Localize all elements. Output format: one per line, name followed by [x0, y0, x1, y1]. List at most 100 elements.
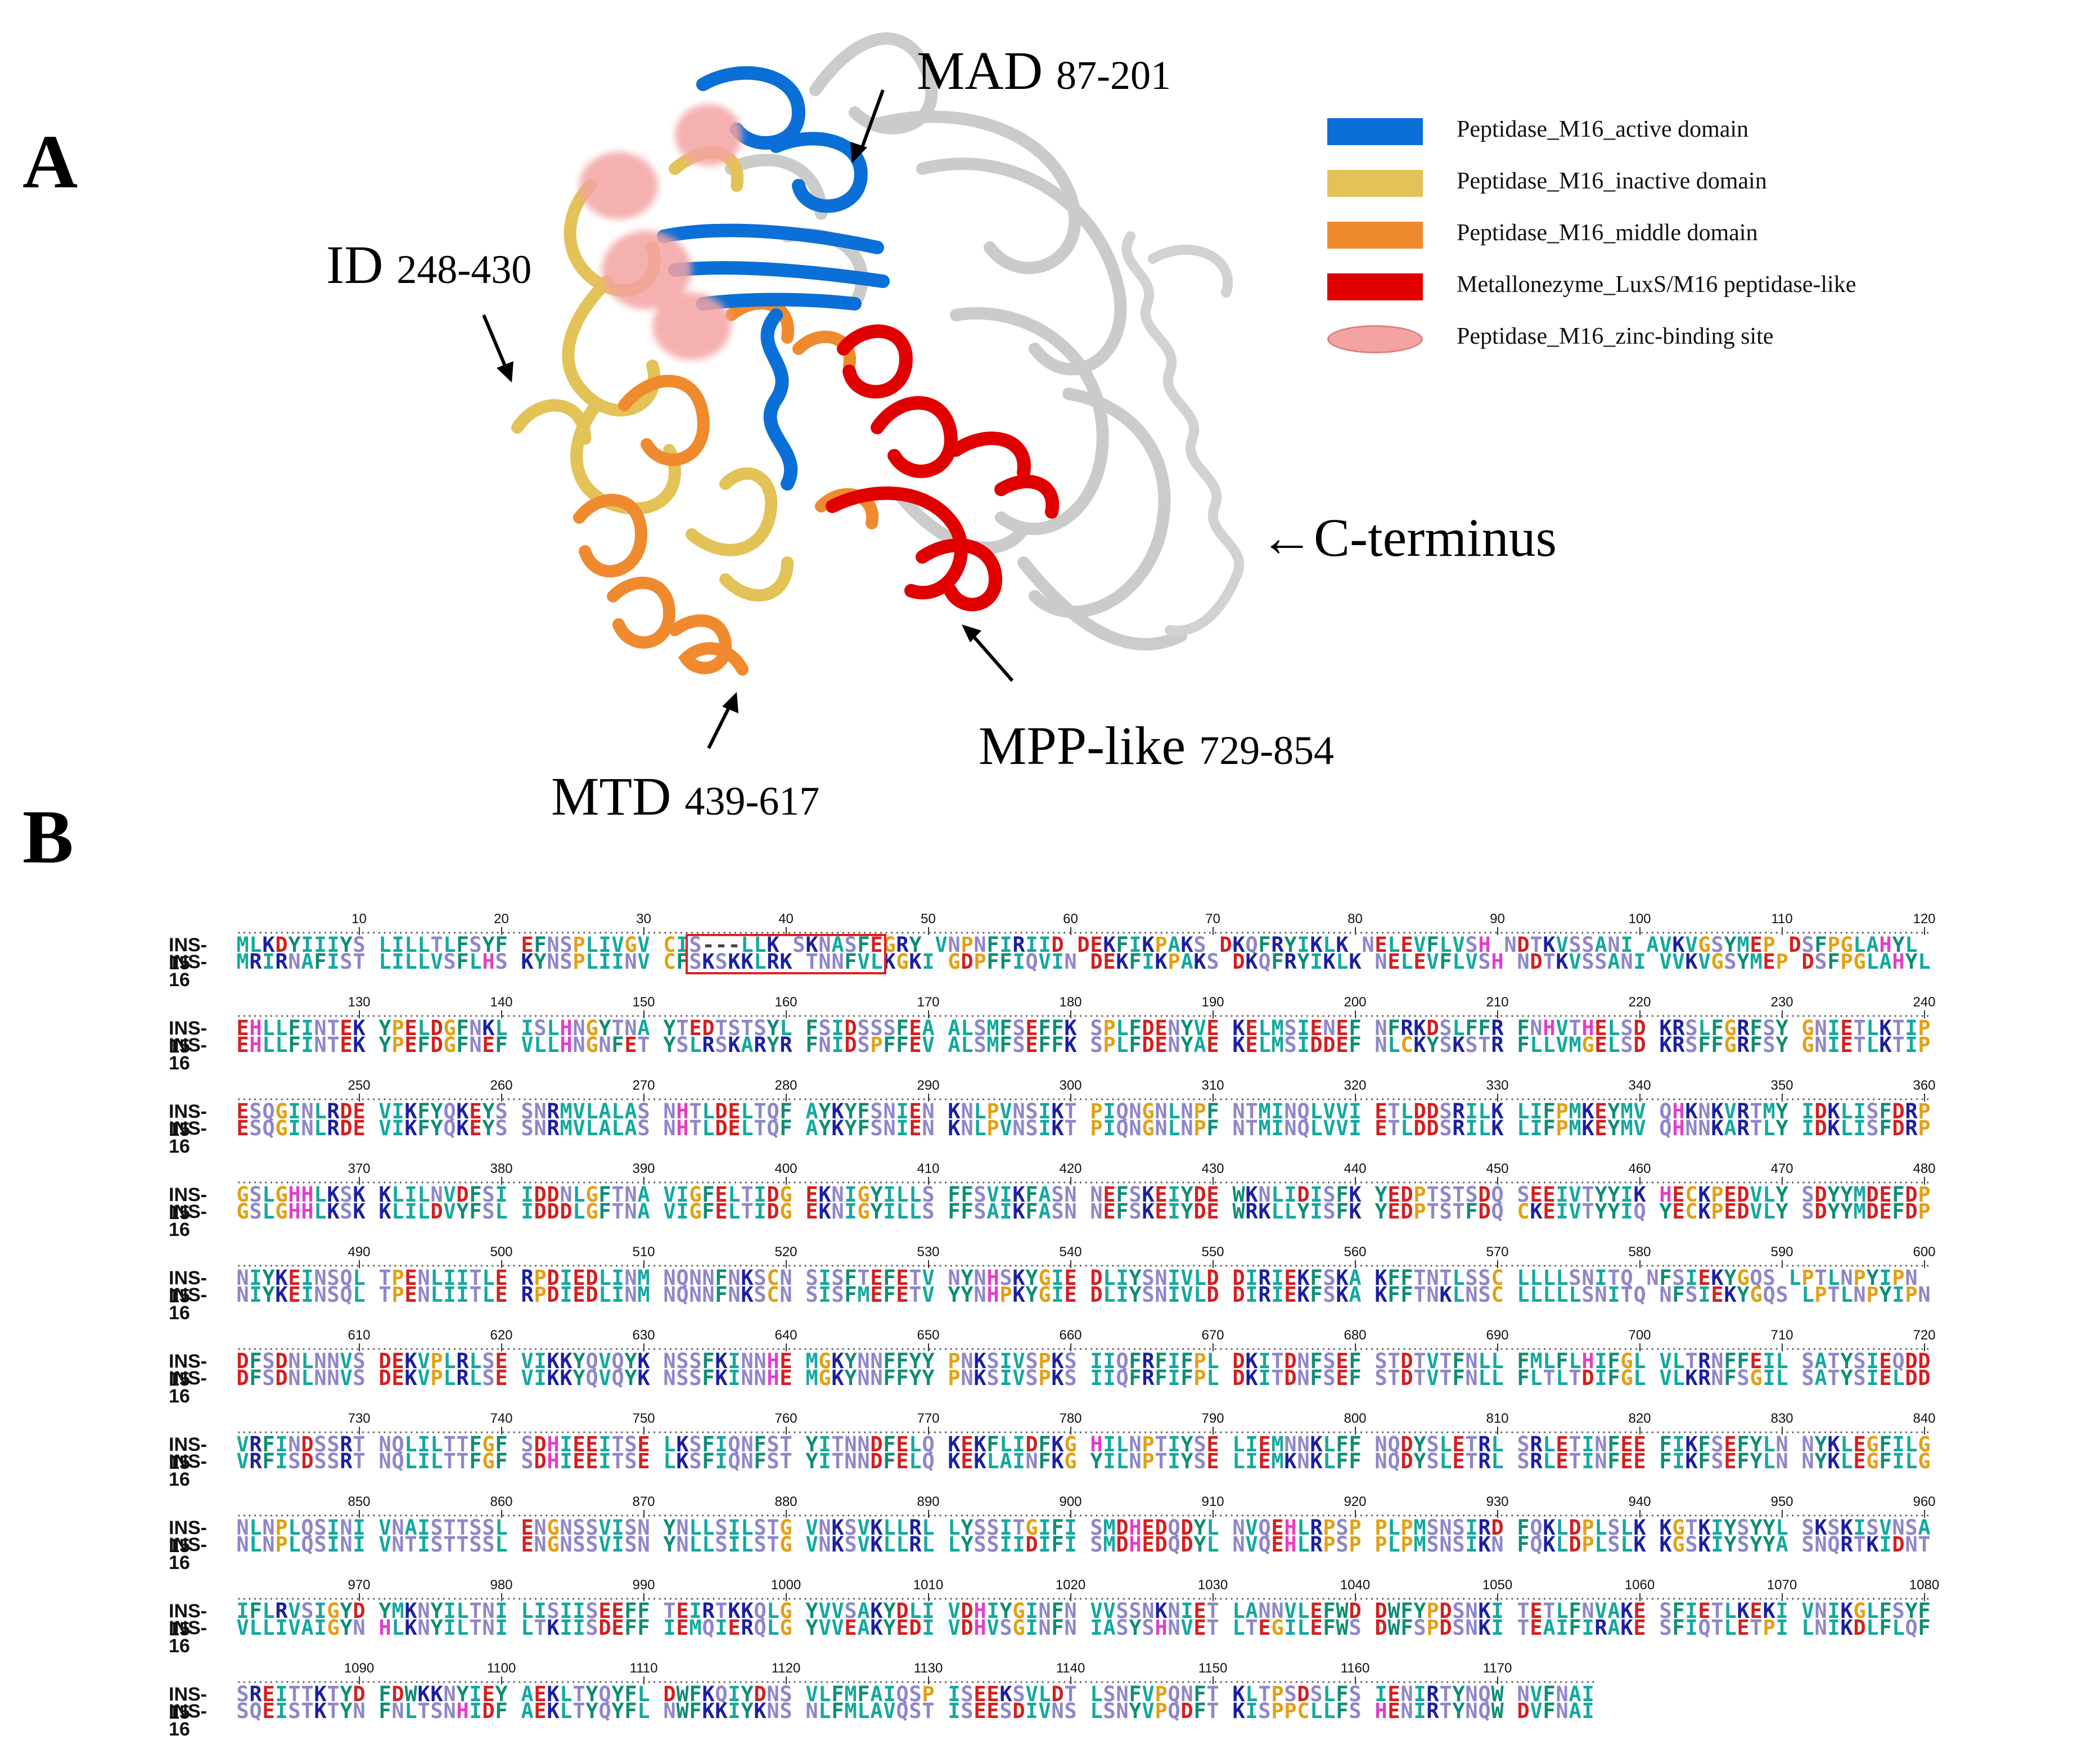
sequence-name: INS-16 [169, 1617, 207, 1657]
ruler-number: 1080 [1909, 1577, 1940, 1593]
ruler-number: 1170 [1482, 1661, 1512, 1676]
ruler-number: 770 [917, 1411, 940, 1426]
sequence-row: EHLLFINTEK YPEFDGFNEF VLLHNGNFET YSLRSKA… [236, 1033, 1931, 1057]
ruler-number: 980 [490, 1577, 513, 1593]
sequence-row: SQEISTKTYN FNLTSNHIDF AEKLTYQYFL NWFKKIY… [236, 1699, 1594, 1723]
mad-callout: MAD 87-201 [917, 39, 1171, 102]
sequence-row: ESQGINLRDE VIKFYQKEYS SNRMVLALAS NHTLDEL… [236, 1116, 1931, 1140]
legend-cloud-swatch [1327, 325, 1423, 353]
ruler-number: 290 [917, 1078, 940, 1093]
ruler-number: 1120 [771, 1661, 801, 1676]
ruler-number: 440 [1344, 1161, 1367, 1176]
sequence-row: DFSDNLNNVS DEKVPLRLSE VIKKYQVQYK NSSFKIN… [236, 1349, 1931, 1373]
highlight-box [686, 934, 886, 974]
sequence-name: INS-16 [169, 1368, 207, 1407]
mtd-label: MTD [551, 766, 672, 826]
sequence-row: NIYKEINSQL TPENLIITLE RPDIEDLINM NQNNFNK… [236, 1266, 1918, 1290]
ruler-number: 710 [1770, 1328, 1793, 1343]
ruler-number: 520 [774, 1244, 797, 1260]
mtd-arrow [707, 702, 733, 749]
panel-label-a: A [22, 120, 78, 204]
ruler-number: 690 [1486, 1328, 1509, 1343]
sequence-row: MRIRNAFIST LILLVSFLHS KYNSPLIINV CFSKSKK… [236, 950, 1931, 974]
protein-structure-illustration [482, 32, 1245, 749]
ruler-number: 300 [1059, 1078, 1082, 1093]
ruler-number: 540 [1059, 1244, 1082, 1260]
sequence-name: INS-15 [169, 1600, 207, 1640]
sequence-name: INS-16 [169, 1284, 207, 1324]
sequence-row: DFSDNLNNVS DEKVPLRLSE VIKKYQVQYK NSSFKIN… [236, 1366, 1931, 1390]
ruler-number: 700 [1628, 1328, 1651, 1343]
ruler-number: 50 [921, 911, 936, 927]
ruler-number: 1050 [1482, 1577, 1513, 1593]
ruler-number: 360 [1913, 1078, 1936, 1093]
legend-bar-swatch [1327, 273, 1423, 300]
sequence-name: INS-15 [169, 1351, 207, 1390]
mpp-arrow [971, 635, 1014, 682]
ruler-number: 570 [1486, 1244, 1509, 1260]
ruler-number: 660 [1059, 1328, 1082, 1343]
legend-bar-swatch [1327, 170, 1423, 197]
ruler-number: 130 [348, 995, 371, 1010]
ruler-number: 270 [632, 1078, 655, 1093]
ruler-number: 90 [1490, 911, 1505, 927]
ruler-number: 750 [632, 1411, 655, 1426]
sequence-row: GSLGHHLKSK KLILNVDFSI IDDNLGFTNA VIGFELT… [236, 1183, 1931, 1207]
sequence-row: NIYKEINSQL TPENLIITLE RPDIEDLINM NQNNFNK… [236, 1283, 1931, 1307]
sequence-name: INS-16 [169, 1451, 207, 1490]
ruler-number: 530 [917, 1244, 940, 1260]
ruler-number: 350 [1770, 1078, 1793, 1093]
legend-bar-swatch [1327, 222, 1423, 249]
ruler-number: 20 [494, 911, 509, 927]
ruler-number: 380 [490, 1161, 513, 1176]
ruler-number: 420 [1059, 1161, 1082, 1176]
ruler-number: 310 [1201, 1078, 1224, 1093]
ruler-number: 180 [1059, 995, 1082, 1010]
ruler-number: 790 [1201, 1411, 1224, 1426]
mpp-range: 729-854 [1199, 728, 1335, 773]
ruler-number: 320 [1344, 1078, 1367, 1093]
sequence-row: NLNPLQSINI VNTISTTSSL ENGNSSVISN YNLLSIL… [236, 1532, 1931, 1557]
sequence-row: VRFISDSSRT NQLILTTFGF SDHIEEITSE LKSFIQN… [236, 1449, 1931, 1473]
ruler-number: 950 [1770, 1494, 1793, 1509]
ruler-number: 670 [1201, 1328, 1224, 1343]
ruler-number: 500 [490, 1244, 513, 1260]
ruler-number: 890 [917, 1494, 940, 1509]
ruler-number: 430 [1201, 1161, 1224, 1176]
ruler-number: 170 [917, 995, 940, 1010]
ruler-number: 740 [490, 1411, 513, 1426]
ruler-number: 730 [348, 1411, 371, 1426]
mpp-callout: MPP-like 729-854 [979, 714, 1334, 777]
active-domain-region [657, 66, 890, 491]
ruler-number: 800 [1344, 1411, 1367, 1426]
ruler-dots [236, 1597, 1931, 1601]
legend-label: Peptidase_M16_inactive domain [1457, 168, 1767, 194]
ruler-number: 590 [1770, 1244, 1793, 1260]
ruler-number: 1000 [770, 1577, 801, 1593]
ruler-number: 610 [348, 1328, 371, 1343]
ruler-dots [236, 1680, 1594, 1684]
ruler-number: 680 [1344, 1328, 1367, 1343]
ruler-number: 840 [1913, 1411, 1936, 1426]
sequence-name: INS-15 [169, 1267, 207, 1307]
ruler-dots [236, 1347, 1931, 1351]
ruler-number: 1030 [1197, 1577, 1228, 1593]
ruler-number: 60 [1063, 911, 1078, 927]
ruler-number: 160 [774, 995, 797, 1010]
ruler-number: 200 [1344, 995, 1367, 1010]
mad-label: MAD [917, 41, 1043, 101]
ruler-number: 1150 [1198, 1661, 1228, 1676]
legend-label: Peptidase_M16_zinc-binding site [1457, 323, 1774, 349]
ruler-number: 1100 [486, 1661, 516, 1676]
legend-bar-swatch [1327, 118, 1423, 145]
ruler-number: 410 [917, 1161, 940, 1176]
ruler-number: 70 [1205, 911, 1220, 927]
sequence-name: INS-15 [169, 934, 207, 974]
cterm-callout: ←C-terminus [1260, 507, 1557, 568]
ruler-number: 900 [1059, 1494, 1082, 1509]
panel-label-b: B [22, 795, 74, 879]
ruler-dots [236, 1014, 1931, 1018]
ruler-number: 760 [774, 1411, 797, 1426]
ruler-number: 880 [774, 1494, 797, 1509]
ruler-dots [236, 1430, 1931, 1435]
